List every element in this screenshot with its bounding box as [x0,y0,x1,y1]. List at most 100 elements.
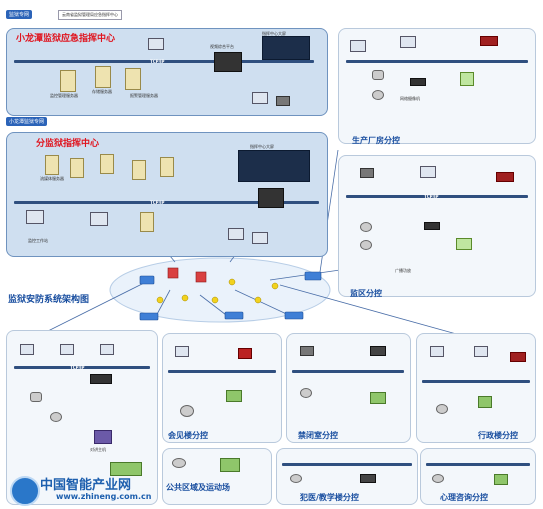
prison-area-bus [346,195,528,198]
prison-area-camera-1 [360,222,372,232]
main-decoder-label: 视频综合平台 [210,44,234,49]
prison-area-intercom [360,168,374,178]
public-area-panel [162,448,272,505]
production-nvr [410,78,426,86]
sub-server-1 [45,155,59,175]
left-bottom-monitor-3 [100,344,114,355]
sub-client-2 [252,232,268,244]
admin-monitor-1 [430,346,444,357]
production-alarm-host [480,36,498,46]
confinement-door-control [370,392,386,404]
admin-title: 行政楼分控 [478,431,518,440]
prison-area-broadcast-label: 广播功放 [395,268,411,273]
production-camera-1 [372,70,384,80]
public-area-camera [172,458,186,468]
production-bus [346,60,528,63]
confinement-title: 禁闭室分控 [298,431,338,440]
counsel-door-control [494,474,508,485]
counsel-camera [432,474,444,483]
main-alarm-server-label: 报警管理服务器 [130,93,158,98]
prison-area-nvr [424,222,440,230]
provincial-center-box: 云南省监狱管理局应急指挥中心 [58,10,122,20]
main-big-screen-label: 指挥中心大屏 [262,31,286,36]
counsel-title: 心理咨询分控 [440,493,488,502]
sub-workstation-1 [26,210,44,224]
left-bottom-camera-2 [50,412,62,422]
meeting-alarm-host [238,348,252,359]
main-mgmt-server-label: 监控管理服务器 [50,93,78,98]
left-bottom-bus [14,366,150,369]
left-bottom-intercom [94,430,112,444]
sub-decoder-rack [258,188,284,208]
meeting-camera [180,405,194,417]
sub-center-bus-label: TCP/IP [150,200,165,205]
admin-camera [436,404,448,414]
left-bottom-intercom-label: 对讲主机 [90,447,106,452]
production-title: 生产厂房分控 [352,136,400,145]
sub-client-1 [228,228,244,240]
prison-area-camera-2 [360,240,372,250]
main-big-screen [262,36,310,60]
admin-door-control [478,396,492,408]
sub-server-2 [70,158,84,178]
main-storage-server [95,66,111,88]
confinement-bus [292,370,404,373]
main-intercom [276,96,290,106]
main-command-center-title: 小龙潭监狱应急指挥中心 [16,34,116,44]
prison-area-bus-label: TCP/IP [424,194,439,199]
sub-server-5 [160,157,174,177]
sub-server-3 [100,154,114,174]
meeting-bus [168,370,276,373]
prison-area-alarm-host [496,172,514,182]
prison-area-door-control [456,238,472,250]
watermark-globe-icon [10,476,40,506]
meeting-title: 会见楼分控 [168,431,208,440]
sub-workstation-2 [90,212,108,226]
prison-area-client [420,166,436,178]
production-camera-2 [372,90,384,100]
left-bottom-nvr [90,374,112,384]
left-bottom-monitor-2 [60,344,74,355]
main-center-bus [14,60,314,63]
admin-alarm-host [510,352,526,362]
counsel-bus [426,463,530,466]
hospital-bus [282,463,412,466]
production-camera-label: 网络摄像机 [400,96,420,101]
sub-command-center-title: 分监狱指挥中心 [36,139,100,149]
left-bottom-camera-1 [30,392,42,402]
main-client-monitor [252,92,268,104]
sub-big-screen [238,150,310,182]
watermark-name: 中国智能产业网 [40,478,132,493]
hospital-nvr [360,474,376,483]
meeting-monitor [175,346,189,357]
prison-area-title: 监区分控 [350,289,382,298]
prison-network-tag: 监狱专网 [6,10,33,19]
sub-center-bus [14,201,319,204]
hospital-title: 犯医/教学楼分控 [300,493,359,502]
left-bottom-bus-label: TCP/IP [70,365,85,370]
sub-server-4 [132,160,146,180]
sub-network-tag: 小龙潭监狱专网 [6,117,48,126]
main-mgmt-server [60,70,76,92]
production-door-control [460,72,474,86]
main-center-bus-label: TCP/IP [150,59,165,64]
admin-monitor-2 [474,346,488,357]
main-decoder-rack [214,52,242,72]
meeting-door-control [226,390,242,402]
production-workstation [350,40,366,52]
confinement-nvr [370,346,386,356]
main-alarm-server [125,68,141,90]
public-area-title: 公共区域及运动场 [166,483,230,492]
admin-bus [422,380,530,383]
confinement-camera [300,388,312,398]
production-client [400,36,416,48]
sub-workstation-label: 监控工作站 [28,238,48,243]
hospital-camera [290,474,302,483]
watermark-url: www.zhineng.com.cn [56,492,152,501]
public-area-device [220,458,240,472]
left-bottom-door-control [110,462,142,476]
main-workstation-monitor [148,38,164,50]
left-bottom-monitor-1 [20,344,34,355]
system-architecture-title: 监狱安防系统架构图 [8,295,90,305]
production-panel [338,28,536,144]
